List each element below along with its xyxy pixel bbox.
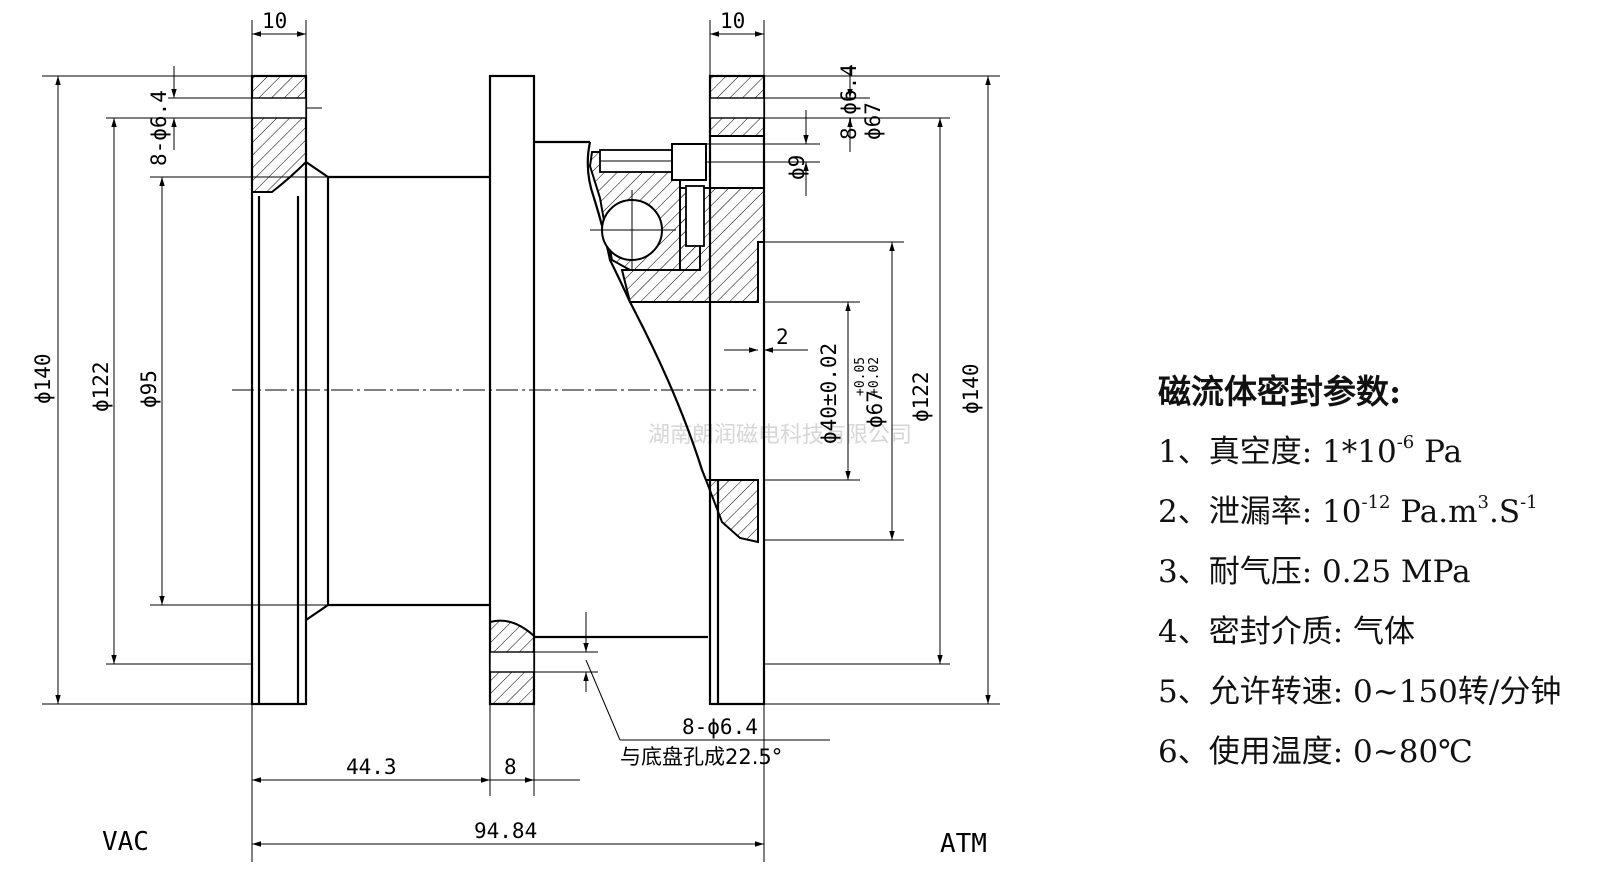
param-value: 0~80℃ [1353,734,1473,770]
middle-flange [488,74,708,706]
dim-text: ϕ140 [31,353,55,404]
dim-text: ϕ122 [909,371,933,422]
param-label: 5、允许转速: [1158,674,1344,710]
dim-right-holes: 8-ϕ6.4 [837,64,861,152]
dim-left-holes: 8-ϕ6.4 [147,66,177,166]
tolerance-lower: +0.02 [867,357,882,396]
dim-bottom-holes: 8-ϕ6.4 与底盘孔成22.5° [583,612,830,769]
param-value: 0~150转/分钟 [1353,674,1562,710]
left-flange [168,74,322,706]
dim-text: ϕ67 [861,102,885,140]
dim-top-right: 10 [709,9,765,76]
vac-label: VAC [102,827,149,857]
right-flange [586,74,870,706]
dim-text: 8 [504,755,517,779]
dim-text: 94.84 [474,819,537,843]
param-pressure: 3、耐气压: 0.25 MPa [1158,552,1561,612]
param-unit: Pa.m [1390,494,1478,530]
dim-phi40: ϕ40±0.02 [764,301,860,481]
watermark: 湖南朗润磁电科技有限公司 [648,423,912,448]
dim-text: 8-ϕ6.4 [147,90,171,166]
param-unit: Pa [1414,434,1463,470]
param-exponent: -6 [1396,432,1415,453]
dim-length-8: 8 [490,755,580,783]
dim-length-44: 44.3 [251,704,535,862]
dim-left-phi140: ϕ140 [31,75,252,705]
dim-text: 44.3 [346,755,397,779]
atm-label: ATM [940,829,987,859]
param-label: 6、使用温度: [1158,734,1344,770]
param-label: 2、泄漏率: [1158,494,1313,530]
param-value: 气体 [1353,614,1416,650]
param-leak-rate: 2、泄漏率: 10-12 Pa.m3.S-1 [1158,492,1561,552]
param-vacuum: 1、真空度: 1*10-6 Pa [1158,432,1561,492]
dim-text: ϕ122 [89,361,113,412]
dim-left-phi122: ϕ122 [89,117,252,665]
param-unit: .S [1489,494,1521,530]
dim-text: 10 [720,9,745,33]
dim-phi9: ϕ9 [706,110,820,196]
param-speed: 5、允许转速: 0~150转/分钟 [1158,672,1561,732]
param-medium: 4、密封介质: 气体 [1158,612,1561,672]
params-title: 磁流体密封参数: [1158,372,1402,411]
seal-parameters-panel: 磁流体密封参数: 1、真空度: 1*10-6 Pa 2、泄漏率: 10-12 P… [1158,372,1561,792]
dim-text: ϕ140 [959,363,983,414]
param-label: 4、密封介质: [1158,614,1344,650]
tolerance-upper: +0.05 [853,357,868,396]
param-value: 1*10 [1322,434,1397,470]
dim-text: ϕ9 [785,155,809,180]
dim-gap-2: 2 [724,325,808,353]
param-exponent: 3 [1477,492,1489,513]
angle-note: 与底盘孔成22.5° [620,745,782,769]
dim-text: 8-ϕ6.4 [837,64,861,140]
dim-right-phi122: ϕ122 [764,117,950,665]
param-exponent: -1 [1520,492,1538,513]
dim-text: 10 [262,9,287,33]
dim-text: ϕ67 [863,390,887,428]
dim-right-phi67-top: ϕ67 [861,102,885,140]
dim-text: ϕ95 [137,370,161,408]
dim-top-left: 10 [251,9,307,76]
param-value: 0.25 MPa [1322,554,1471,590]
param-value: 10 [1322,494,1362,530]
dim-right-phi140: ϕ140 [764,75,1000,705]
dim-text: 8-ϕ6.4 [682,715,758,739]
dim-left-phi95: ϕ95 [137,176,328,606]
param-exponent: -12 [1361,492,1391,513]
param-temperature: 6、使用温度: 0~80℃ [1158,732,1561,792]
dim-phi67: ϕ67 +0.05 +0.02 [764,241,904,541]
dim-text: ϕ40±0.02 [817,343,841,444]
housing-body [305,161,490,621]
dim-text: 2 [776,325,789,349]
dim-length-total: 94.84 [252,704,765,862]
param-label: 3、耐气压: [1158,554,1313,590]
param-label: 1、真空度: [1158,434,1313,470]
